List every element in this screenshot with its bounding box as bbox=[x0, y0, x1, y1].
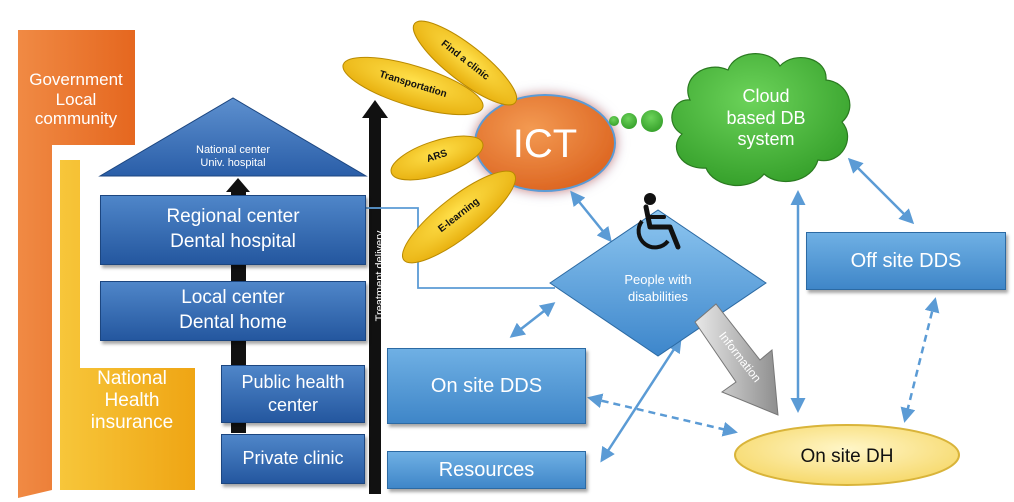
bubble-medium bbox=[621, 113, 637, 129]
on-site-dds-box: On site DDS bbox=[387, 348, 586, 424]
government-bar bbox=[18, 30, 135, 498]
cloud-shape bbox=[671, 53, 851, 187]
insurance-label: National Health insurance bbox=[90, 368, 174, 433]
ict-label: ICT bbox=[512, 122, 578, 166]
national-center-triangle bbox=[98, 97, 368, 177]
arrow-people-onsite bbox=[509, 302, 556, 338]
regional-center-box: Regional center Dental hospital bbox=[100, 195, 366, 265]
arrow-offsite-dh-dashed bbox=[900, 297, 940, 423]
arrow-ict-people bbox=[570, 190, 612, 243]
on-site-dh-label: On site DH bbox=[800, 446, 894, 467]
insurance-bar bbox=[60, 160, 195, 490]
bubble-small bbox=[609, 116, 619, 126]
petal-e-learning bbox=[401, 170, 517, 264]
bubble-large bbox=[641, 110, 663, 132]
off-site-dds-box: Off site DDS bbox=[806, 232, 1006, 290]
on-site-dh-oval bbox=[734, 424, 960, 486]
petal-ars bbox=[390, 135, 484, 181]
resources-box: Resources bbox=[387, 451, 586, 489]
treatment-delivery-arrow bbox=[369, 116, 381, 494]
cloud-label: Cloud based DB system bbox=[726, 86, 806, 150]
national-center-label: National center Univ. hospital bbox=[196, 144, 270, 169]
government-label: Government Local community bbox=[29, 70, 123, 129]
private-clinic-box: Private clinic bbox=[221, 434, 365, 484]
arrow-people-resources bbox=[600, 337, 682, 463]
people-label: People with disabilities bbox=[624, 272, 692, 304]
arrow-onsite-dh-dashed bbox=[587, 393, 738, 437]
arrow-cloud-offsite bbox=[847, 157, 915, 225]
petal-transportation bbox=[342, 56, 484, 116]
local-center-box: Local center Dental home bbox=[100, 281, 366, 341]
public-health-center-box: Public health center bbox=[221, 365, 365, 423]
hierarchy-arrowhead bbox=[226, 178, 250, 192]
wheelchair-icon bbox=[636, 193, 681, 250]
treatment-delivery-label: Treatment delivery bbox=[374, 230, 386, 322]
information-arrow bbox=[694, 303, 779, 416]
petal-find-a-clinic bbox=[412, 20, 518, 106]
